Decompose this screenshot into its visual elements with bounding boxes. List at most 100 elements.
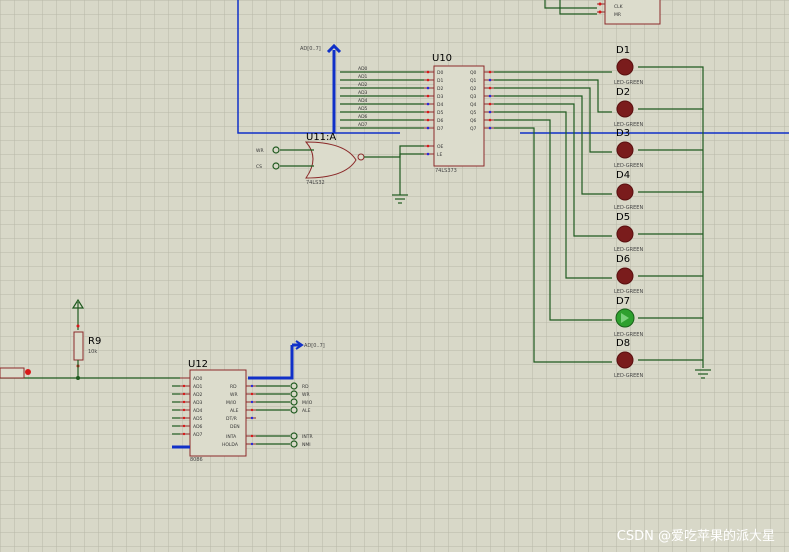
svg-text:INTA: INTA [226,434,237,440]
svg-text:AD5: AD5 [358,106,368,112]
top-right-chip[interactable]: CLK MR [597,0,661,25]
led-d4[interactable]: D4 LED-GREEN [614,170,643,211]
svg-text:ALE: ALE [302,408,311,414]
switch-icon[interactable] [0,367,31,379]
u10-left-pins [424,70,434,156]
svg-text:D7: D7 [616,296,630,307]
svg-text:AD1: AD1 [193,384,203,390]
top-chip-pin-label: MR [614,12,621,18]
svg-text:Q5: Q5 [470,110,477,116]
u12-output-bus [248,345,294,380]
top-wire [559,0,597,15]
svg-text:D3: D3 [437,94,443,100]
svg-text:D7: D7 [437,126,443,132]
svg-text:AD6: AD6 [193,424,203,430]
svg-text:D2: D2 [616,87,630,98]
led-d2[interactable]: D2 LED-GREEN [614,87,643,128]
u10-right-pin-labels: Q0 Q1 Q2 Q3 Q4 Q5 Q6 Q7 [470,70,477,132]
svg-text:D4: D4 [437,102,443,108]
led-drive-wires [494,71,612,363]
svg-text:INTR: INTR [302,434,313,440]
led-d6[interactable]: D6 LED-GREEN [614,254,643,295]
svg-text:D5: D5 [616,212,630,223]
svg-text:AD0: AD0 [193,376,203,382]
svg-text:AD7: AD7 [193,432,203,438]
svg-text:U12: U12 [188,359,208,370]
svg-text:D0: D0 [437,70,443,76]
svg-text:AD2: AD2 [358,82,368,88]
svg-text:NMI: NMI [302,442,311,448]
svg-text:D8: D8 [616,338,630,349]
svg-text:D3: D3 [616,128,630,139]
svg-text:LED-GREEN: LED-GREEN [614,247,643,253]
u10-part: 74LS373 [435,168,457,174]
svg-text:LE: LE [437,152,443,158]
svg-text:M/IO: M/IO [302,400,313,406]
svg-text:Q6: Q6 [470,118,477,124]
svg-text:DEN: DEN [230,424,240,430]
svg-text:RD: RD [230,384,237,390]
svg-text:D6: D6 [437,118,443,124]
svg-text:AD6: AD6 [358,114,368,120]
svg-text:Q0: Q0 [470,70,477,76]
u12-left-pin-labels: AD0 AD1 AD2 AD3 AD4 AD5 AD6 AD7 [193,376,203,438]
oe-wire [364,145,424,158]
svg-text:AD4: AD4 [358,98,368,104]
u10-left-pin-labels: D0 D1 D2 D3 D4 D5 D6 D7 OE LE [437,70,444,158]
u12-left-terminals [172,385,180,435]
led-d3[interactable]: D3 LED-GREEN [614,128,643,169]
svg-text:U11:A: U11:A [306,132,336,143]
le-wire [399,153,424,195]
ground-icon [392,194,408,204]
u10-chip[interactable]: U10 D0 D1 D2 D3 D4 D5 D6 D7 OE LE [424,53,494,174]
svg-text:Q1: Q1 [470,78,477,84]
u11a-or-gate[interactable]: U11:A 74LS32 [304,132,365,186]
u10-bus-label: AD[0..7] [300,46,321,52]
svg-text:ALE: ALE [230,408,239,414]
svg-text:LED-GREEN: LED-GREEN [614,289,643,295]
svg-text:M/IO: M/IO [226,400,237,406]
u12-chip[interactable]: U12 AD0 AD1 AD2 AD3 AD4 AD5 AD6 AD7 [180,359,256,463]
svg-text:AD1: AD1 [358,74,368,80]
svg-text:LED-GREEN: LED-GREEN [614,122,643,128]
svg-text:D1: D1 [616,45,630,56]
svg-text:WR: WR [302,392,310,398]
led-d5[interactable]: D5 LED-GREEN [614,212,643,253]
top-chip-pin-label: CLK [614,4,624,10]
watermark: CSDN @爱吃苹果的派大星 [616,529,775,544]
u11a-input-wires: WR CS [256,146,314,170]
svg-text:Q2: Q2 [470,86,477,92]
bus-arrow [326,43,342,54]
svg-text:Q4: Q4 [470,102,477,108]
svg-text:8086: 8086 [190,457,203,463]
ground-icon [695,369,711,379]
svg-text:LED-GREEN: LED-GREEN [614,332,643,338]
svg-text:AD2: AD2 [193,392,203,398]
u12-left-pins [180,377,190,436]
svg-text:RD: RD [302,384,309,390]
svg-text:AD3: AD3 [193,400,203,406]
u12-right-terminals[interactable]: RD WR M/IO ALE INTR NMI [256,382,313,448]
svg-text:WR: WR [230,392,238,398]
svg-text:AD3: AD3 [358,90,368,96]
svg-text:AD5: AD5 [193,416,203,422]
svg-text:Q3: Q3 [470,94,477,100]
svg-text:DT/R: DT/R [226,416,237,422]
bus-arrow [295,340,304,350]
u10-net-labels: AD0 AD1 AD2 AD3 AD4 AD5 AD6 AD7 [358,66,368,128]
svg-text:CS: CS [256,164,262,170]
led-d1[interactable]: D1 LED-GREEN [614,45,643,86]
led-d8[interactable]: D8 LED-GREEN [614,338,643,379]
u12-right-pins [246,384,256,446]
u10-right-pins [484,70,494,130]
bus-line-left [237,0,400,134]
svg-text:D2: D2 [437,86,443,92]
led-d7[interactable]: D7 LED-GREEN [614,296,643,338]
led-common-wire [638,66,704,368]
u12-bus-label: AD[0..7] [304,343,325,349]
svg-text:Q7: Q7 [470,126,477,132]
svg-text:WR: WR [256,148,264,154]
svg-text:AD7: AD7 [358,122,368,128]
svg-text:D4: D4 [616,170,630,181]
